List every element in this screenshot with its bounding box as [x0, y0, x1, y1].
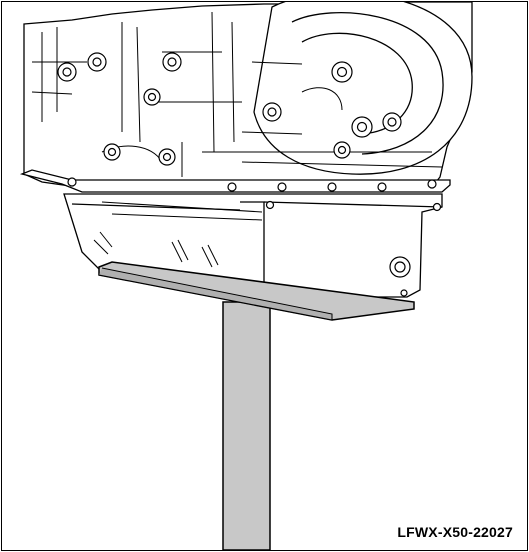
housing-details — [31, 11, 443, 268]
figure-code: LFWX-X50-22027 — [397, 524, 513, 540]
support-plate — [98, 261, 415, 321]
bolts — [57, 52, 442, 297]
transmission-housing — [19, 2, 473, 298]
jack-post — [222, 301, 271, 550]
